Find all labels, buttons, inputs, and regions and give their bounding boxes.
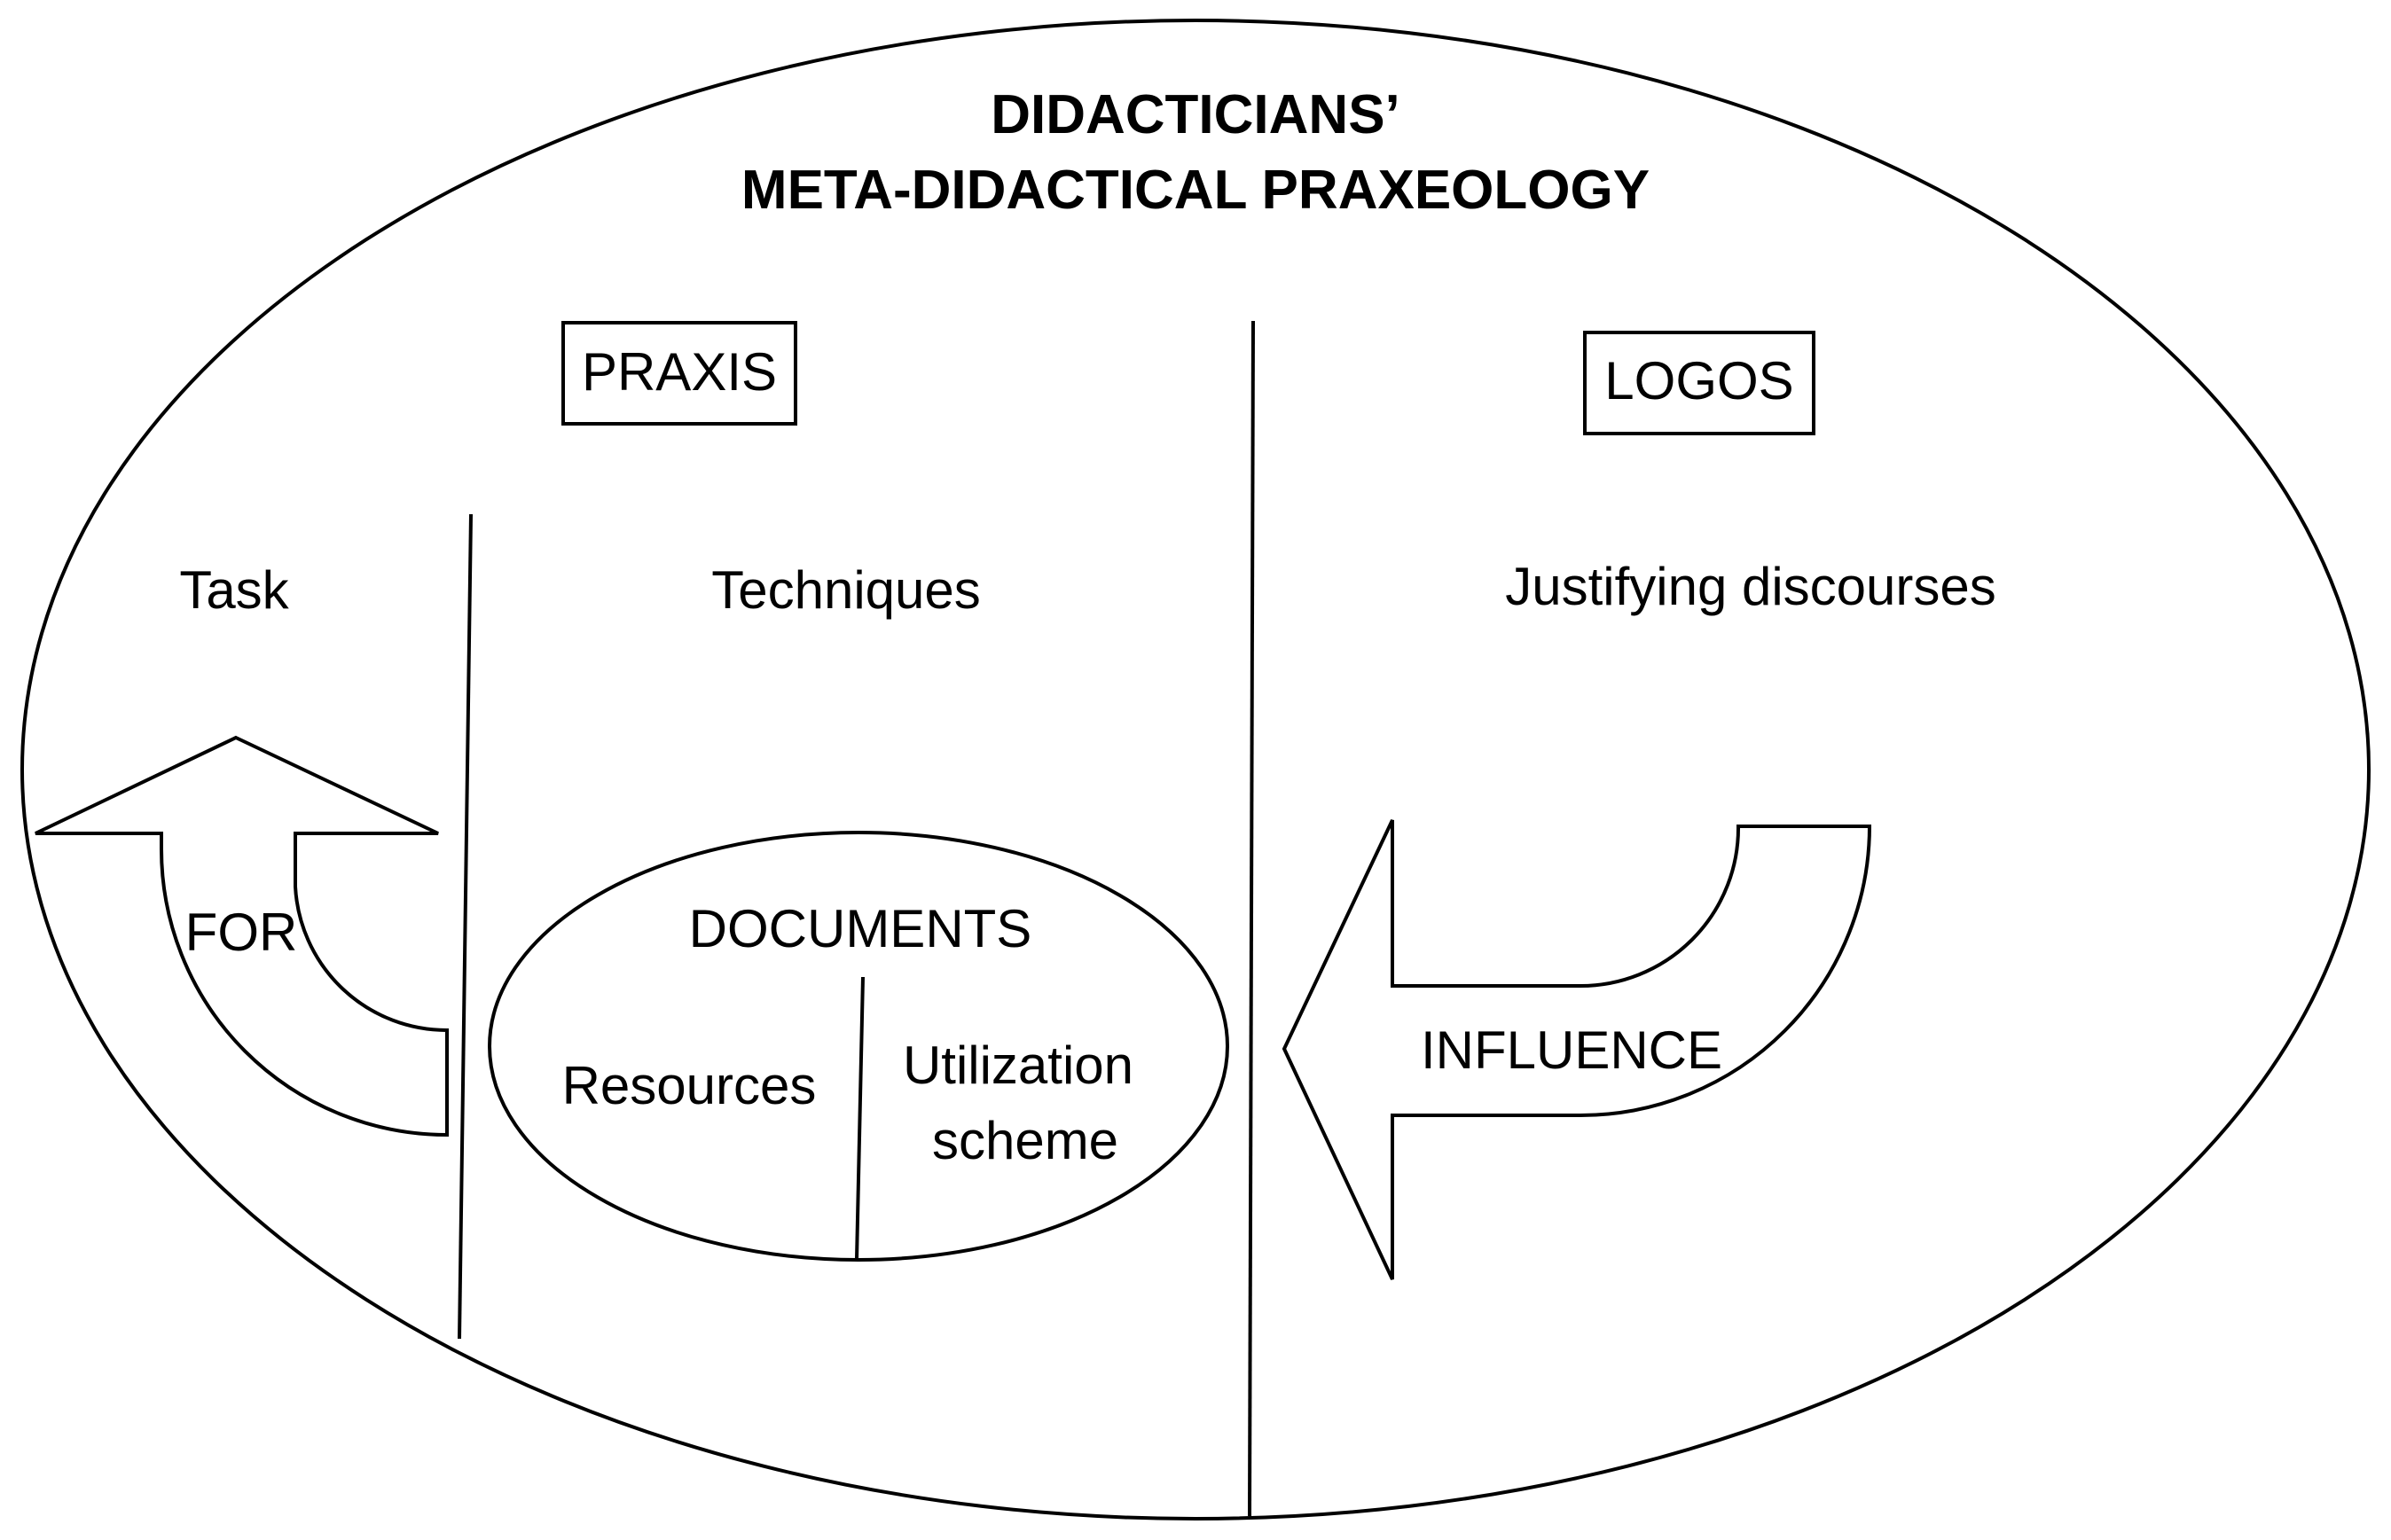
for-arrow-head [35, 735, 449, 1137]
for-label: FOR [185, 903, 298, 962]
techniques-label: Techniques [711, 560, 981, 620]
influence-arrow [1282, 819, 1872, 1280]
praxis-box [561, 321, 797, 426]
title-line1: DIDACTICIANS’ [991, 84, 1400, 145]
documents-divider [855, 976, 865, 1260]
influence-label: INFLUENCE [1421, 1020, 1722, 1080]
praxis-label: PRAXIS [582, 342, 777, 402]
divider-task-techniques [458, 513, 473, 1340]
utilization-label-line2: scheme [932, 1111, 1118, 1170]
outer-ellipse [20, 19, 2371, 1520]
resources-label: Resources [562, 1056, 817, 1115]
logos-label: LOGOS [1604, 351, 1793, 410]
utilization-label-line1: Utilization [903, 1036, 1133, 1095]
documents-label: DOCUMENTS [689, 899, 1032, 958]
title-line2: META-DIDACTICAL PRAXEOLOGY [741, 160, 1650, 221]
task-label: Task [179, 560, 289, 620]
justifying-label: Justifying discourses [1505, 557, 1996, 616]
documents-ellipse [488, 831, 1229, 1262]
logos-box [1583, 331, 1815, 435]
divider-praxis-logos [1248, 320, 1255, 1517]
